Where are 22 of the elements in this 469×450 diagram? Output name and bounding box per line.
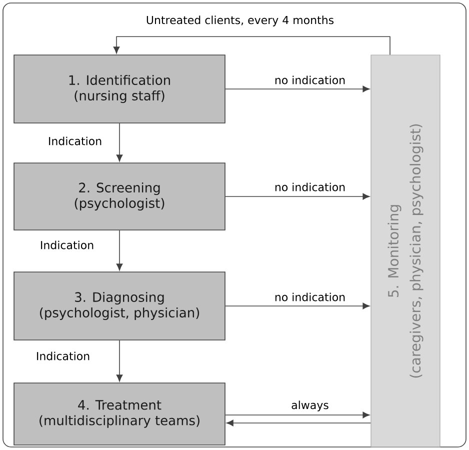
arrow: [225, 412, 370, 418]
process-box: 1. Identification (nursing staff): [14, 54, 226, 124]
edge-label: Indication: [38, 240, 96, 250]
arrow: [113, 36, 390, 56]
process-box: 4. Treatment (multidisciplinary teams): [14, 382, 226, 446]
monitoring-bar: 5. Monitoring (caregivers, physician, psychologist): [370, 54, 440, 448]
edge-label: no indication: [273, 74, 347, 86]
edge-label: no indication: [273, 182, 347, 192]
edge-label: Indication: [34, 350, 92, 362]
process-box: 2. Screening (psychologist): [14, 162, 226, 230]
edge-label: always: [290, 400, 330, 412]
edge-label: Indication: [46, 136, 104, 146]
arrow: [116, 123, 123, 162]
arrow: [225, 86, 370, 92]
process-box: 3. Diagnosing (psychologist, physician): [14, 272, 226, 340]
arrow: [226, 420, 372, 426]
arrow: [116, 340, 123, 382]
arrow: [116, 230, 123, 271]
arrow: [225, 193, 370, 200]
arrow: [225, 302, 370, 310]
edge-label: Untreated clients, every 4 months: [144, 14, 336, 28]
edge-label: no indication: [273, 292, 347, 302]
